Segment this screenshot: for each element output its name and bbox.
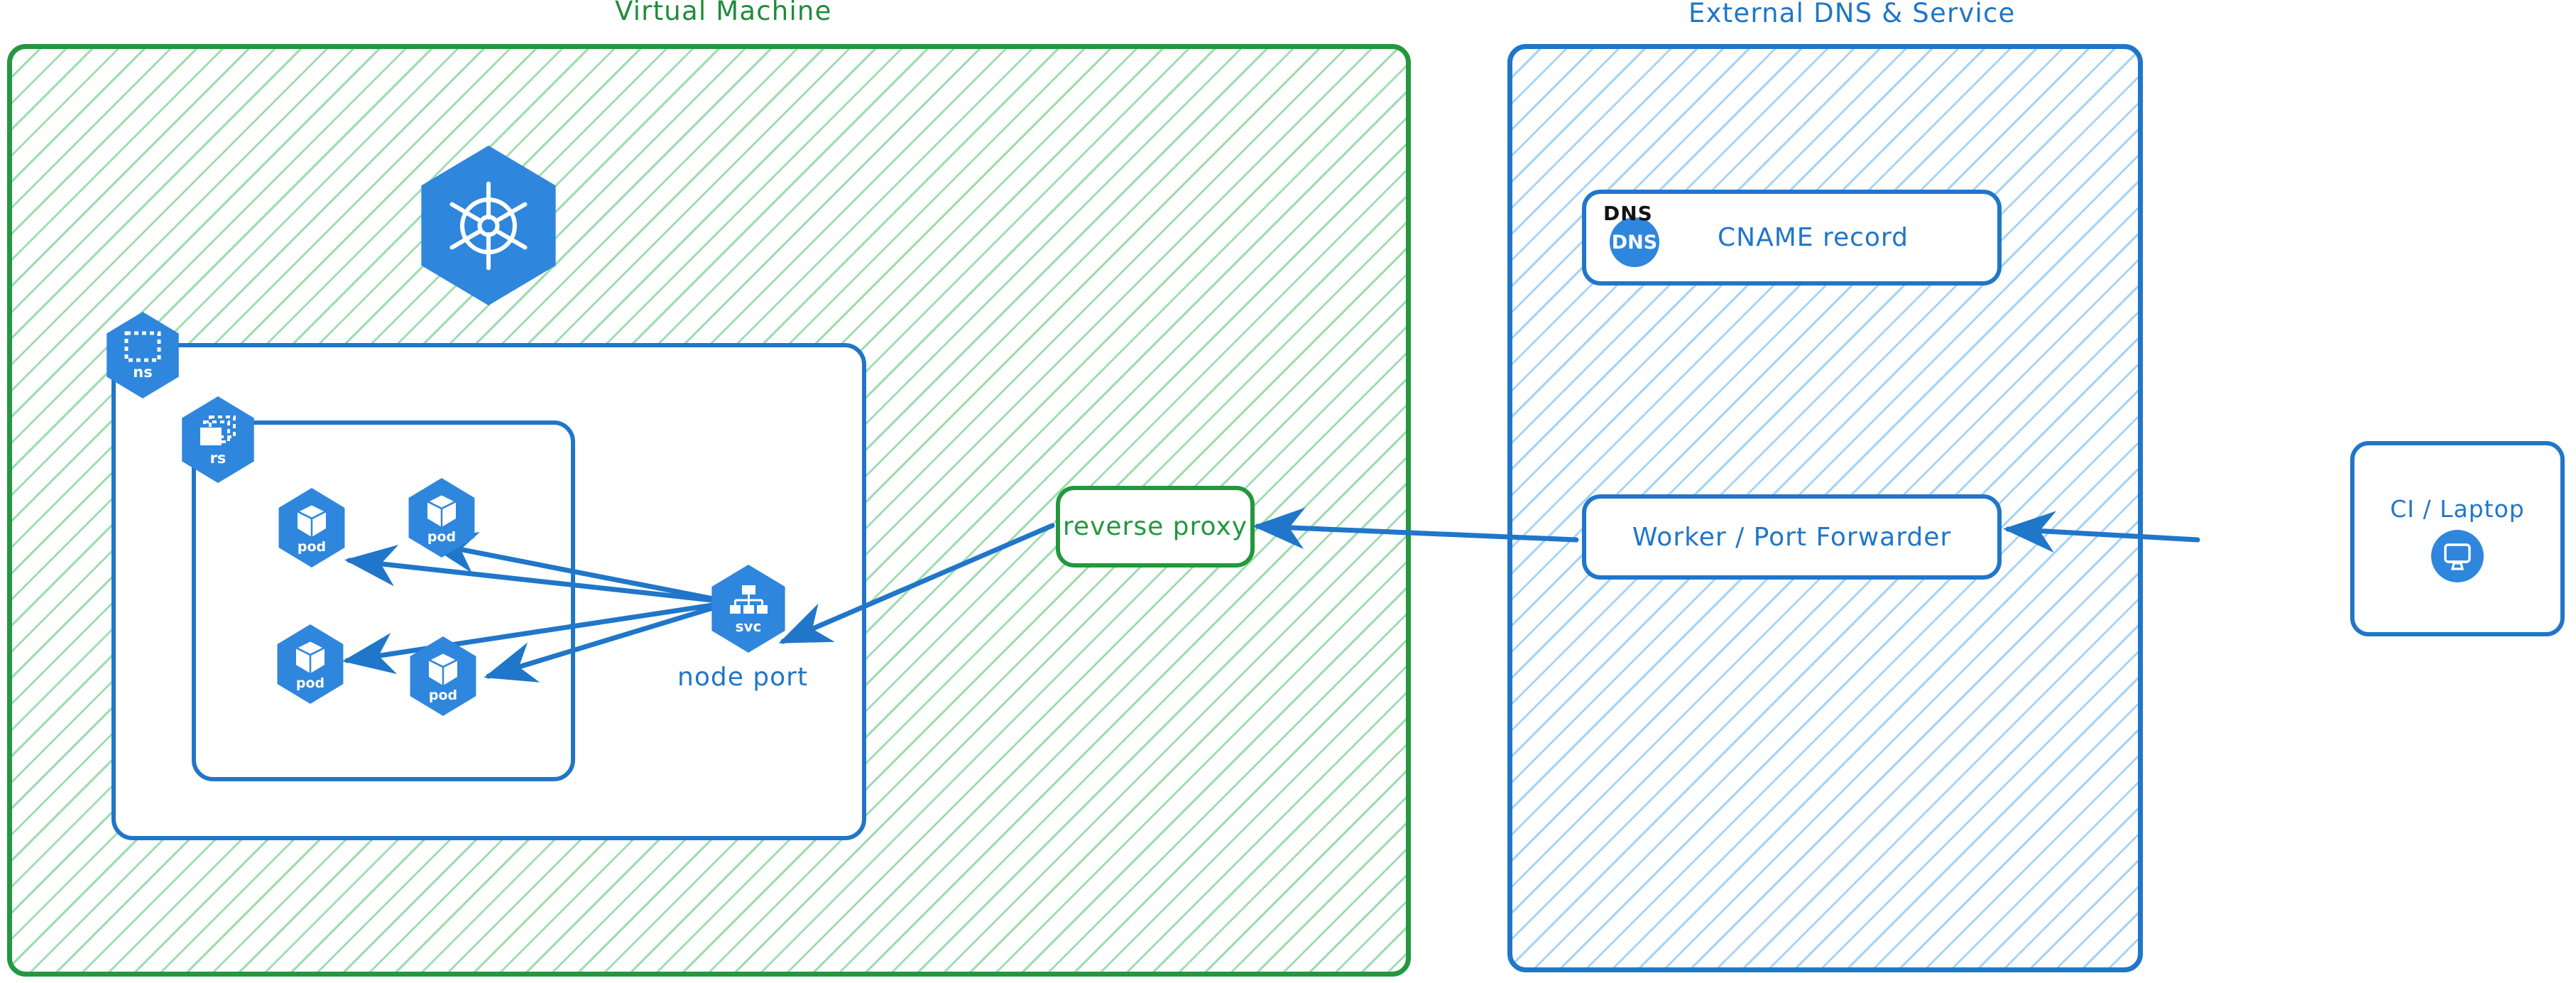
pod-cube-icon [425, 493, 458, 527]
desktop-monitor-glyph [2444, 543, 2471, 570]
replicaset-badge-label: rs [209, 450, 227, 467]
reverse-proxy-node[interactable]: reverse proxy [1056, 486, 1255, 567]
pod-cube-icon [294, 639, 327, 673]
namespace-icon [124, 331, 161, 362]
pod-cube-icon [295, 503, 328, 537]
pod-badge-label-1: pod [297, 538, 327, 555]
pod-badge-2: pod [408, 478, 475, 558]
pod-badge-label-2: pod [427, 528, 457, 545]
namespace-badge-label: ns [133, 364, 153, 381]
dns-circle-icon: DNS [1610, 217, 1659, 267]
cname-record-label: CNAME record [1718, 223, 1909, 252]
group-title-external-dns-service: External DNS & Service [1688, 0, 2016, 28]
pod-badge-3: pod [277, 624, 344, 704]
worker-port-forwarder-label: Worker / Port Forwarder [1632, 522, 1952, 552]
pod-badge-1: pod [278, 488, 345, 567]
node-port-caption: node port [677, 663, 809, 692]
ci-laptop-label: CI / Laptop [2390, 495, 2525, 523]
reverse-proxy-label: reverse proxy [1062, 512, 1248, 541]
pod-badge-4: pod [410, 636, 476, 716]
dns-corner-label: DNS [1603, 202, 1653, 225]
pod-badge-label-4: pod [428, 687, 458, 703]
service-badge-label: svc [735, 618, 762, 635]
service-badge: svc [711, 565, 785, 653]
worker-port-forwarder-node[interactable]: Worker / Port Forwarder [1582, 494, 2002, 580]
group-title-virtual-machine: Virtual Machine [615, 0, 832, 26]
dns-badge-text: DNS [1611, 231, 1658, 254]
kubernetes-wheel-icon [421, 146, 556, 305]
pod-badge-label-3: pod [295, 675, 325, 691]
replicaset-icon [200, 416, 236, 445]
dns-card[interactable]: DNS CNAME record [1582, 190, 2002, 286]
kubernetes-helm-glyph [449, 181, 528, 270]
pod-cube-icon [427, 651, 459, 685]
namespace-badge: ns [107, 312, 179, 398]
replicaset-container [192, 420, 575, 781]
service-tree-icon [730, 585, 768, 614]
ci-laptop-node[interactable]: CI / Laptop [2350, 441, 2565, 636]
desktop-monitor-icon [2431, 530, 2484, 582]
